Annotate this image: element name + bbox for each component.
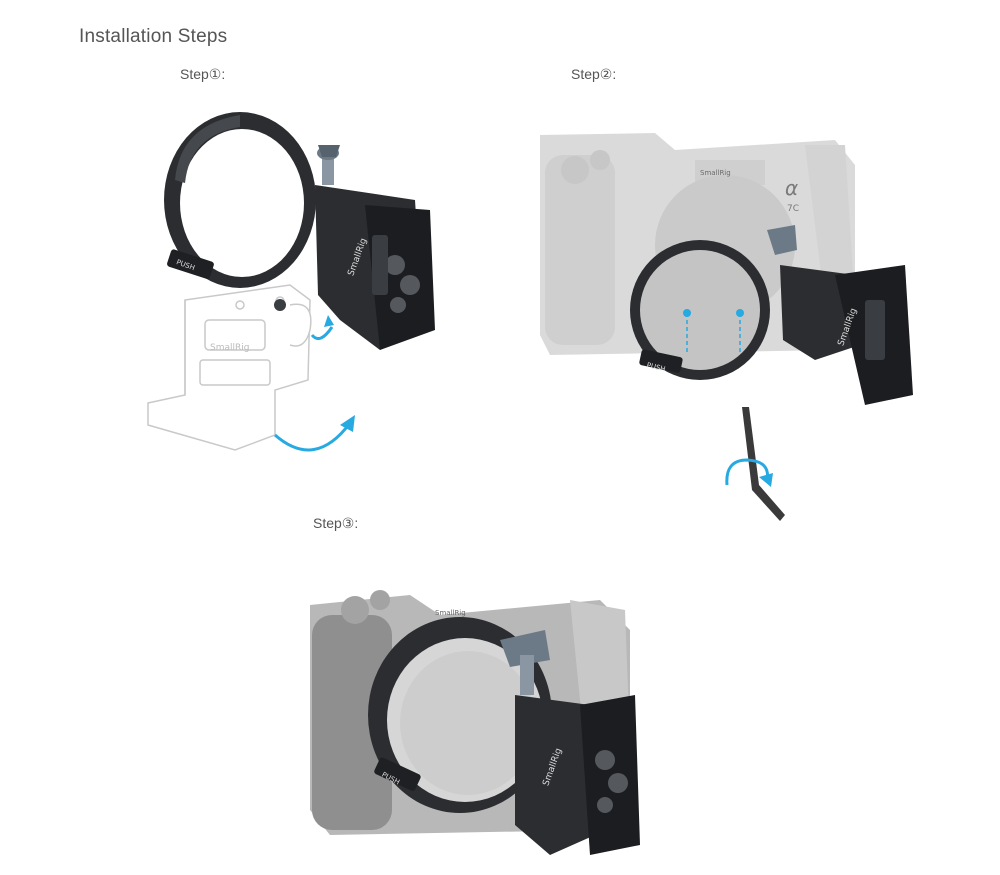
outline-plate [147,284,312,451]
hex-key [742,407,785,521]
side-bracket [274,185,435,350]
step-3-label: Step③: [313,515,359,531]
tighten-arrow [725,458,773,487]
step3-bracket [515,695,640,855]
step3-cage-brand: SmallRig [435,609,466,617]
mount-ring [164,112,316,288]
step3-knob [500,630,550,695]
cage-brand: SmallRig [700,169,731,177]
step3-mount-ring [368,617,552,813]
page-title: Installation Steps [79,26,228,47]
step-2-illustration: α 7C SmallRig PUSH SmallRig [540,133,913,521]
rotate-arrow-large [274,415,355,452]
step2-bracket [767,225,913,405]
step2-mount-ring [630,240,770,380]
alignment-guides [683,309,744,355]
locking-knob [317,145,340,185]
step-2-label: Step②: [571,66,617,82]
step-1-illustration: SmallRig PUSH SmallRig [147,112,435,452]
rotate-arrow-small [310,315,334,341]
camera-alpha-symbol: α [785,176,798,200]
step-3-illustration: SmallRig PUSH SmallRig [310,590,640,855]
step-1-label: Step①: [180,66,226,82]
camera-model: 7C [787,204,799,214]
outline-brand: SmallRig [210,343,249,353]
